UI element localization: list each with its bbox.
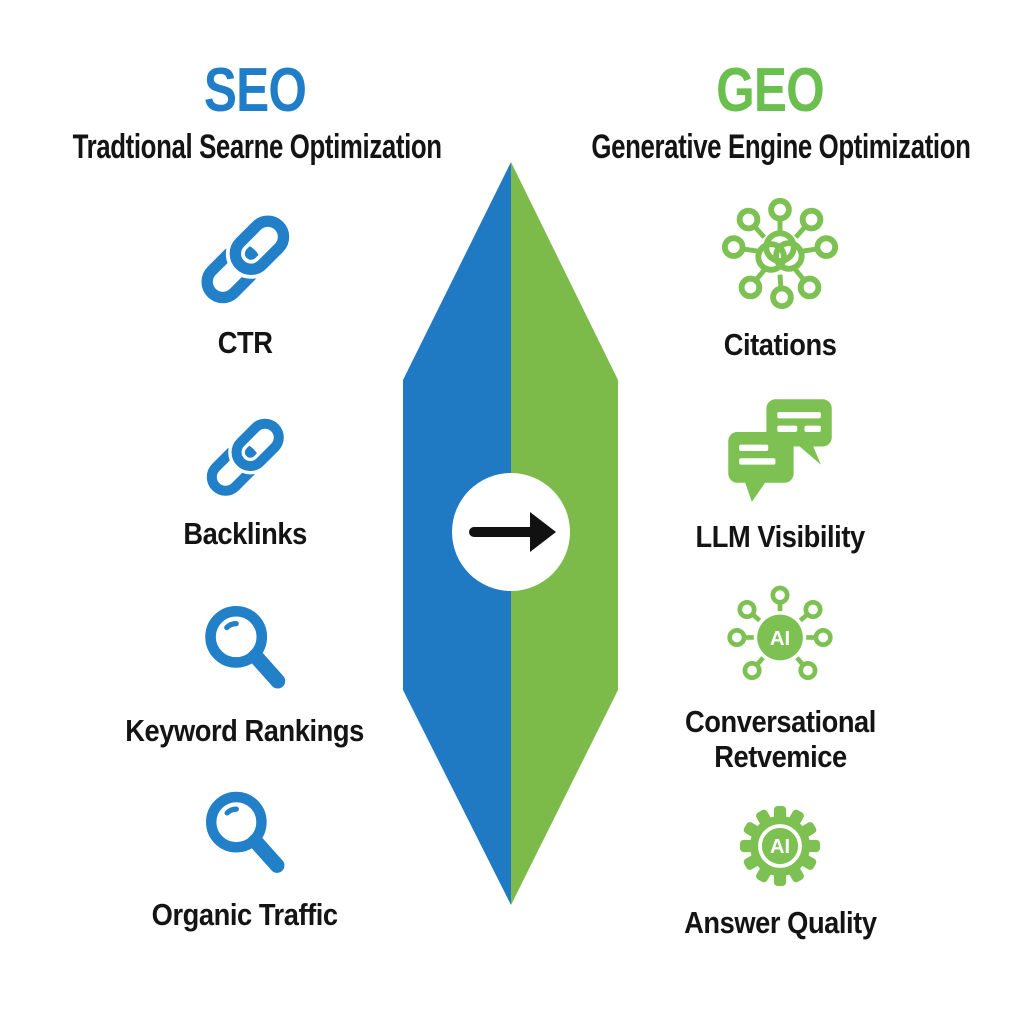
right-arrow-icon <box>469 512 556 552</box>
ai-network-icon: AI <box>727 585 833 680</box>
geo-item-answer-quality: AI Answer Quality <box>620 796 940 941</box>
chain-link-icon <box>201 211 294 304</box>
item-label: Citations <box>723 327 837 362</box>
geo-item-citations: Citations <box>620 190 940 363</box>
geo-subtitle: Generative Engine Optimization <box>591 128 971 166</box>
geo-item-conversational: AI Conversational Retvemice <box>620 585 940 774</box>
chat-bubbles-icon <box>728 399 832 502</box>
seo-title: SEO <box>203 56 307 125</box>
seo-item-keyword-rankings: Keyword Rankings <box>95 598 395 749</box>
item-label-line1: Conversational <box>684 704 876 739</box>
item-label: Keyword Rankings <box>125 713 365 748</box>
item-label: Answer Quality <box>683 905 877 940</box>
item-label: LLM Visibility <box>695 519 865 554</box>
network-hub-icon <box>721 197 839 310</box>
ai-label: AI <box>770 628 790 650</box>
geo-item-llm-visibility: LLM Visibility <box>620 392 940 555</box>
seo-item-ctr: CTR <box>95 202 395 361</box>
item-label: Conversational Retvemice <box>684 704 876 774</box>
item-label: CTR <box>217 325 273 360</box>
ai-label: AI <box>770 836 790 858</box>
ai-gear-icon: AI <box>740 806 820 886</box>
geo-title: GEO <box>716 56 825 125</box>
seo-item-backlinks: Backlinks <box>95 407 395 552</box>
item-label: Backlinks <box>183 516 307 551</box>
seo-header: SEO Tradtional Searne Optimization <box>15 60 495 166</box>
seo-subtitle: Tradtional Searne Optimization <box>72 128 442 166</box>
item-label-line2: Retvemice <box>713 738 847 774</box>
item-label: Organic Traffic <box>152 897 338 932</box>
chain-link-icon <box>206 415 288 496</box>
magnifying-glass-icon <box>206 791 285 873</box>
seo-item-organic-traffic: Organic Traffic <box>95 784 395 933</box>
magnifying-glass-icon <box>205 605 286 689</box>
geo-header: GEO Generative Engine Optimization <box>535 60 1005 166</box>
